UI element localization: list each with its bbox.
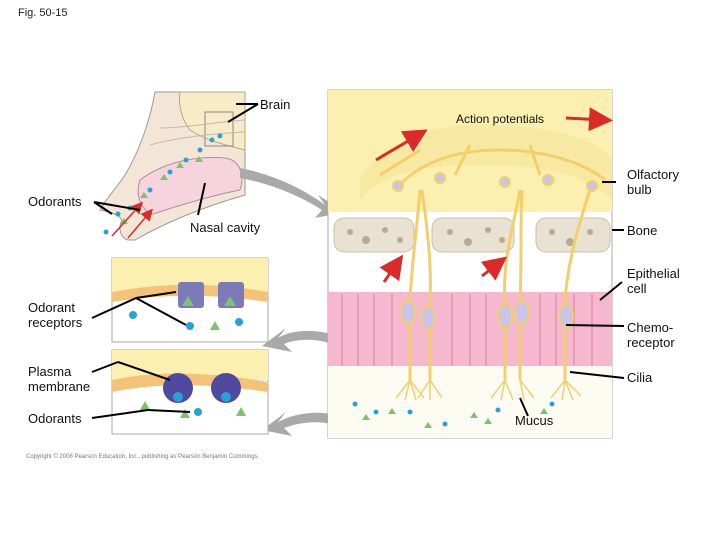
olfactory-neurons [379, 144, 606, 380]
leader-lines [91, 103, 625, 419]
epithelium-layer [328, 292, 612, 366]
mucus-layer [328, 366, 612, 438]
label-plasma-membrane-line1: Plasma [28, 364, 72, 379]
odorant-receptor [218, 282, 244, 308]
neuron-bodies [392, 172, 598, 331]
brain-region [179, 91, 246, 151]
action-potential-arrow-1 [375, 129, 428, 162]
label-olfactory-bulb-line1: Olfactory [627, 167, 680, 182]
label-mucus: Mucus [515, 413, 554, 428]
bone-layer [333, 217, 611, 253]
receptor-panel-2 [111, 349, 269, 435]
mucus-odorant-particles [352, 401, 555, 428]
signal-arrow-1 [379, 254, 404, 283]
label-nasal-cavity: Nasal cavity [190, 220, 261, 235]
zoom-arrow-middle [262, 328, 368, 360]
label-chemoreceptor-line1: Chemo- [627, 320, 674, 335]
label-odorant-receptors-line1: Odorant [28, 300, 75, 315]
receptor-panel-1 [111, 257, 269, 343]
label-brain: Brain [260, 97, 291, 112]
tissue-panel [327, 89, 613, 439]
label-epithelial-cell-line1: Epithelial [627, 266, 680, 281]
figure-label: Fig. 50-15 [18, 7, 68, 19]
head-odorant-particles [103, 133, 223, 235]
action-potential-arrow-2 [565, 107, 613, 132]
label-epithelial-cell-line2: cell [627, 281, 647, 296]
label-plasma-membrane-line2: membrane [28, 379, 91, 394]
zoom-arrow-top [240, 168, 345, 218]
copyright-text: Copyright © 2008 Pearson Education, Inc.… [26, 454, 260, 460]
head-inset [99, 91, 246, 241]
odorant-receptor [178, 282, 204, 308]
label-cilia: Cilia [627, 370, 653, 385]
label-chemoreceptor-line2: receptor [627, 335, 675, 350]
bound-receptor [211, 373, 241, 403]
bound-receptor [163, 373, 193, 403]
signal-arrow-2 [480, 256, 508, 281]
inset-highlight-box [204, 111, 234, 147]
label-bone: Bone [627, 223, 658, 238]
label-olfactory-bulb-line2: bulb [627, 182, 652, 197]
label-odorants-top: Odorants [28, 194, 82, 209]
label-odorants-bottom: Odorants [28, 411, 82, 426]
label-odorant-receptors-line2: receptors [28, 315, 83, 330]
label-action-potentials: Action potentials [456, 112, 545, 126]
cilia [395, 379, 582, 401]
